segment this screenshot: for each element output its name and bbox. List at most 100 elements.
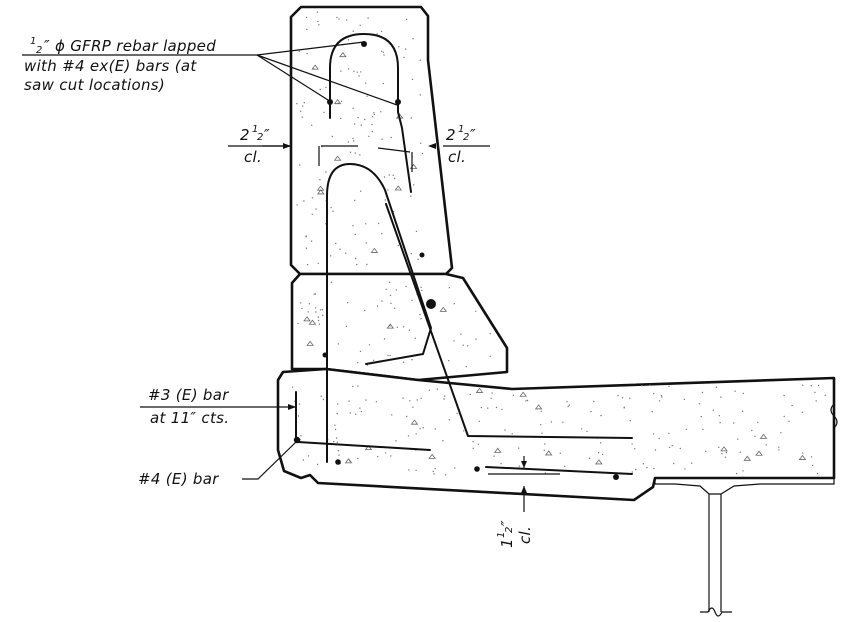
clearance-bottom-label: 1 1 2 ″ cl.	[496, 520, 534, 548]
stipple-dot	[631, 471, 633, 473]
stipple-dot	[403, 56, 405, 59]
stipple-dot	[353, 70, 355, 73]
clear-right-cl: cl.	[448, 148, 466, 166]
stipple-dot	[525, 400, 527, 402]
stipple-dot	[376, 33, 378, 35]
stipple-dot	[349, 151, 352, 153]
clear-left-mark: ″	[264, 126, 270, 144]
bottom-bar-1	[297, 441, 431, 451]
stipple-dot	[421, 289, 423, 292]
stipple-dot	[411, 359, 413, 361]
stipple-dot	[421, 152, 424, 155]
stipple-dot	[389, 281, 391, 283]
stipple-dot	[337, 450, 340, 452]
stipple-dot	[377, 222, 380, 225]
stipple-dot	[359, 24, 361, 26]
stipple-dot	[568, 404, 570, 406]
stipple-triangle	[333, 99, 342, 105]
stipple-dot	[405, 285, 407, 288]
stipple-dot	[586, 430, 588, 433]
bar3-line2: at 11″ cts.	[150, 409, 229, 427]
stipple-dot	[384, 452, 387, 454]
stipple-triangle	[344, 458, 353, 464]
stipple-dot	[420, 318, 422, 320]
stipple-triangle	[316, 185, 325, 191]
stipple-dot	[332, 210, 334, 212]
stipple-dot	[526, 399, 529, 402]
stipple-dot	[406, 415, 408, 418]
clearance-right-label: 2 1 2 ″ cl.	[446, 124, 476, 166]
stipple-dot	[300, 435, 302, 437]
stipple-dot	[720, 396, 722, 398]
stipple-dot	[402, 397, 404, 399]
stipple-dot	[402, 361, 405, 363]
gfrp-note-line2: with #4 ex(E) bars (at	[24, 57, 197, 75]
stipple-dot	[302, 459, 305, 461]
stipple-dot	[419, 314, 421, 316]
stipple-triangle	[317, 189, 325, 195]
stipple-dot	[712, 409, 714, 411]
stipple-dot	[443, 398, 445, 400]
stipple-dot	[685, 428, 687, 430]
gfrp-note-line1: ″ ϕ GFRP rebar lapped	[44, 37, 216, 55]
stipple-dot	[365, 399, 367, 401]
stipple-dot	[715, 386, 718, 388]
stipple-dot	[311, 213, 313, 215]
rebar-dot	[395, 99, 401, 105]
stipple-dot	[357, 457, 359, 460]
stipple-triangle	[759, 433, 768, 439]
stipple-dot	[314, 293, 317, 295]
stipple-dot	[453, 340, 455, 342]
stipple-dot	[456, 412, 458, 414]
stipple-dot	[778, 449, 780, 451]
stipple-dot	[388, 174, 390, 176]
stipple-dot	[357, 385, 359, 387]
stipple-dot	[383, 54, 385, 56]
stipple-dot	[320, 395, 322, 397]
stipple-dot	[297, 415, 300, 417]
stipple-dot	[562, 421, 564, 423]
stipple-dot	[319, 309, 322, 311]
stipple-dot	[801, 411, 803, 413]
stipple-dot	[371, 130, 374, 133]
stipple-dot	[373, 112, 375, 114]
stipple-dot	[411, 78, 414, 81]
stipple-dot	[384, 199, 386, 201]
stipple-dot	[352, 107, 354, 109]
stipple-dot	[380, 30, 383, 33]
stipple-dot	[811, 464, 814, 467]
stipple-dot	[357, 362, 359, 364]
stipple-dot	[306, 263, 309, 266]
stipple-dot	[780, 432, 782, 434]
stipple-dot	[364, 118, 366, 121]
stipple-dot	[415, 469, 417, 472]
stipple-dot	[306, 52, 308, 55]
stipple-dot	[308, 303, 311, 305]
stipple-dot	[338, 18, 340, 20]
stipple-dot	[683, 398, 686, 401]
bar3-note: #3 (E) bar at 11″ cts.	[148, 386, 229, 427]
stipple-dot	[375, 401, 378, 403]
barrier-upper-outline	[289, 5, 454, 276]
stipple-triangle	[394, 185, 403, 191]
stipple-dot	[345, 325, 348, 328]
stipple-dot	[317, 319, 320, 322]
stipple-triangle	[720, 446, 728, 452]
stipple-dot	[393, 307, 396, 309]
stipple-dot	[597, 452, 600, 454]
stipple-dot	[341, 100, 343, 103]
stipple-dot	[303, 200, 305, 202]
stipple-triangle	[743, 455, 752, 461]
stipple-dot	[802, 384, 804, 386]
stipple-dot	[315, 311, 317, 313]
stipple-dot	[410, 195, 412, 197]
stipple-triangle	[333, 155, 342, 161]
stipple-dot	[679, 447, 681, 450]
stipple-dot	[299, 110, 302, 112]
stipple-dot	[783, 415, 785, 418]
stipple-dot	[354, 257, 357, 260]
stipple-dot	[383, 176, 386, 178]
stipple-dot	[412, 406, 414, 408]
stipple-dot	[319, 179, 321, 181]
clear-bottom-whole: 1	[498, 538, 516, 548]
